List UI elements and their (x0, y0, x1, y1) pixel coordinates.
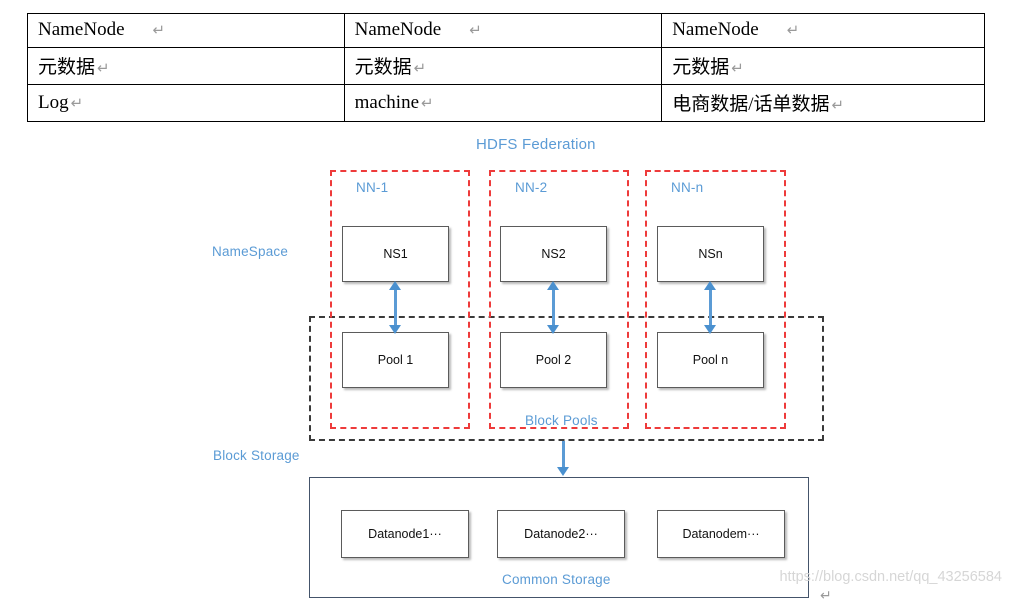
table-row: Log↵ machine↵ 电商数据/话单数据↵ (27, 84, 985, 122)
table-cell-source-3: 电商数据/话单数据↵ (661, 84, 985, 122)
paragraph-mark-icon: ↵ (97, 59, 110, 77)
datanode-box-2: Datanode2··· (497, 510, 625, 558)
arrow-down-icon (547, 325, 559, 334)
namenode-container-n: NN-n (645, 170, 786, 429)
connector-nsn-pooln (709, 288, 712, 328)
table-cell-metadata-3: 元数据↵ (661, 47, 985, 85)
namenode-label-2: NN-2 (515, 180, 548, 195)
namenode-summary-table: NameNode↵ NameNode↵ NameNode↵ 元数据↵ 元数据↵ … (27, 13, 985, 122)
connector-ns1-pool1 (394, 288, 397, 328)
paragraph-mark-icon: ↵ (469, 21, 482, 39)
cell-text: NameNode (38, 19, 125, 40)
arrow-up-icon (389, 281, 401, 290)
namespace-box-n: NSn (657, 226, 764, 282)
hdfs-federation-diagram: HDFS Federation NameSpace Block Storage … (0, 122, 1012, 605)
table-cell-source-1: Log↵ (27, 84, 345, 122)
cell-text: NameNode (354, 19, 442, 40)
label-namespace: NameSpace (212, 244, 289, 259)
arrow-down-icon (557, 467, 569, 476)
connector-ns2-pool2 (552, 288, 555, 328)
paragraph-mark-icon: ↵ (421, 93, 434, 112)
label-block-pools: Block Pools (525, 413, 598, 428)
paragraph-mark-icon: ↵ (820, 588, 832, 604)
datanode-box-1: Datanode1··· (341, 510, 469, 558)
namenode-container-2: NN-2 (489, 170, 629, 429)
pool-box-1: Pool 1 (342, 332, 449, 388)
paragraph-mark-icon: ↵ (731, 59, 744, 77)
arrow-up-icon (704, 281, 716, 290)
label-common-storage: Common Storage (502, 572, 611, 587)
paragraph-mark-icon: ↵ (831, 96, 845, 114)
table-cell-metadata-2: 元数据↵ (343, 47, 663, 85)
paragraph-mark-icon: ↵ (786, 21, 800, 39)
cell-text: 元数据 (38, 57, 96, 78)
paragraph-mark-icon: ↵ (152, 21, 166, 39)
pool-box-2: Pool 2 (500, 332, 607, 388)
diagram-title: HDFS Federation (476, 136, 596, 153)
cell-text: Log (38, 91, 69, 113)
arrow-down-icon (389, 325, 401, 334)
block-pools-container (309, 316, 824, 441)
table-cell-metadata-1: 元数据↵ (27, 47, 345, 85)
table-row: 元数据↵ 元数据↵ 元数据↵ (27, 47, 985, 85)
common-storage-container (309, 477, 809, 598)
table-cell-namenode-2: NameNode ↵ (343, 13, 663, 48)
table-cell-namenode-1: NameNode ↵ (27, 13, 345, 48)
label-block-storage: Block Storage (213, 448, 300, 463)
pool-box-n: Pool n (657, 332, 764, 388)
cell-text: 电商数据/话单数据 (672, 94, 830, 115)
cell-text: 元数据 (672, 57, 730, 78)
namenode-label-1: NN-1 (356, 180, 389, 195)
watermark-text: https://blog.csdn.net/qq_43256584 (779, 569, 1002, 585)
namespace-box-1: NS1 (342, 226, 449, 282)
cell-text: 元数据 (354, 57, 412, 78)
arrow-up-icon (547, 281, 559, 290)
cell-text: NameNode (672, 19, 759, 40)
table-cell-source-2: machine↵ (343, 84, 663, 122)
namenode-label-n: NN-n (671, 180, 704, 195)
arrow-down-icon (704, 325, 716, 334)
namenode-container-1: NN-1 (330, 170, 470, 429)
connector-pools-storage (562, 441, 565, 471)
table-cell-namenode-3: NameNode ↵ (661, 13, 985, 48)
cell-text: machine (354, 91, 420, 113)
paragraph-mark-icon: ↵ (70, 93, 84, 112)
datanode-box-m: Datanodem··· (657, 510, 785, 558)
namespace-box-2: NS2 (500, 226, 607, 282)
table-row: NameNode ↵ NameNode ↵ NameNode ↵ (27, 13, 985, 48)
paragraph-mark-icon: ↵ (413, 59, 427, 77)
